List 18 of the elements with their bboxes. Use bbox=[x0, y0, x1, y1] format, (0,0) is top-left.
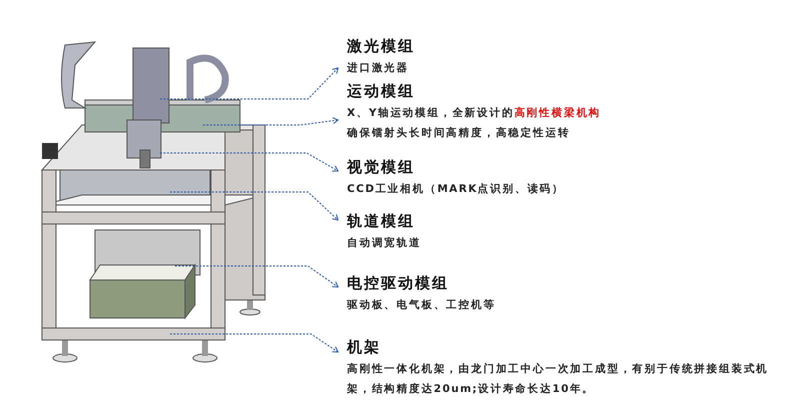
module-heading: 轨道模组 bbox=[347, 212, 415, 231]
module-heading: 视觉模组 bbox=[347, 158, 415, 177]
leader-line bbox=[160, 68, 338, 100]
module-description: 进口激光器 bbox=[347, 61, 410, 76]
leader-line bbox=[160, 152, 338, 172]
module-heading: 机架 bbox=[347, 338, 381, 357]
module-heading: 运动模组 bbox=[347, 82, 415, 101]
module-heading: 激光模组 bbox=[347, 37, 415, 56]
leader-line bbox=[170, 192, 338, 220]
module-description: 自动调宽轨道 bbox=[347, 236, 422, 251]
leader-line bbox=[174, 266, 338, 288]
leader-line bbox=[202, 117, 338, 126]
leader-line bbox=[170, 334, 338, 352]
module-description: 高刚性一体化机架，由龙门加工中心一次加工成型，有别于传统拼接组装式机架，结构精度达20um;设计寿命长达10年。 bbox=[347, 362, 770, 397]
module-description: CCD工业相机（MARK点识别、读码） bbox=[347, 182, 566, 197]
module-heading: 电控驱动模组 bbox=[347, 274, 449, 293]
module-description: 驱动板、电气板、工控机等 bbox=[347, 298, 497, 313]
module-description: X、Y轴运动模组，全新设计的高刚性横梁机构确保镭射头长时间高精度，高稳定性运转 bbox=[347, 106, 602, 141]
